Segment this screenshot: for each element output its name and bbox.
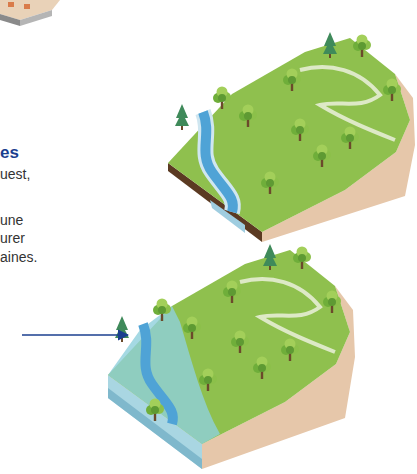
tree (183, 317, 201, 340)
tree (291, 119, 309, 142)
tree (213, 87, 231, 110)
tree (283, 69, 301, 92)
tree (263, 244, 277, 270)
grass-surface (168, 38, 410, 232)
tree (253, 357, 271, 380)
text-fragment: une (0, 212, 23, 229)
text-fragment: uest, (0, 166, 30, 183)
river (203, 112, 233, 212)
tree (353, 35, 371, 58)
tree (323, 32, 337, 58)
tree (146, 399, 164, 422)
tree (231, 331, 249, 354)
tree (199, 369, 217, 392)
grass-surface (108, 250, 350, 444)
river-bank (203, 112, 233, 212)
text-fragment: es (0, 144, 19, 161)
terrain-block (168, 32, 415, 242)
flood-water (108, 306, 220, 444)
tree (383, 79, 401, 102)
river (143, 324, 173, 424)
tree (281, 339, 299, 362)
tree (239, 105, 257, 128)
tree (223, 281, 241, 304)
cropped-block (0, 0, 60, 26)
tree (313, 145, 331, 168)
text-fragment: aines. (0, 249, 37, 266)
terrain-block (108, 244, 355, 469)
tree (293, 247, 311, 270)
tree (115, 316, 129, 342)
pointer-arrow (22, 334, 128, 336)
text-fragment: urer (0, 230, 25, 247)
tree (153, 299, 171, 322)
tree (323, 291, 341, 314)
tree (175, 104, 189, 130)
tree (261, 172, 279, 195)
tree (341, 127, 359, 150)
